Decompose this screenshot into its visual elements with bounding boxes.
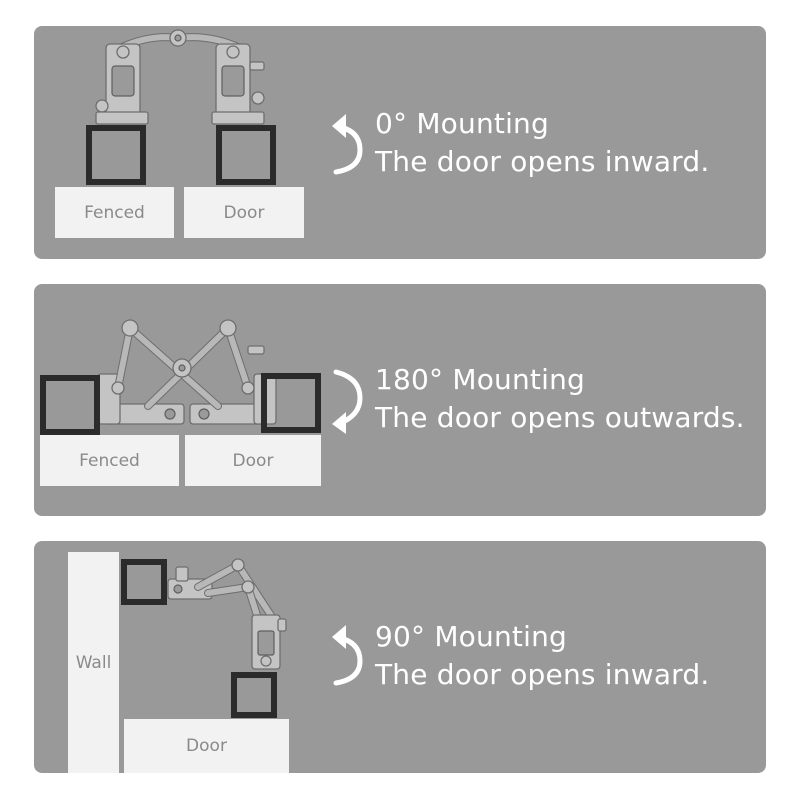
- panel-90-degree-mounting: Wall Door 90° Mounting The door opens in…: [34, 541, 766, 773]
- wall-block: Wall: [68, 552, 119, 773]
- door-block: Door: [184, 187, 304, 238]
- rotate-arrow-icon: [332, 114, 363, 175]
- hinge-illustration-0deg: [95, 29, 265, 125]
- fence-post-square: [40, 375, 100, 435]
- mounting-description: The door opens inward.: [375, 145, 710, 178]
- door-post-square: [216, 125, 276, 185]
- mounting-title: 0° Mounting: [375, 107, 549, 140]
- fence-post-square: [86, 125, 146, 185]
- mounting-description: The door opens outwards.: [375, 401, 745, 434]
- door-post-square: [261, 373, 321, 433]
- rotate-arrow-icon: [332, 625, 363, 686]
- fenced-block: Fenced: [40, 435, 179, 486]
- mounting-title: 180° Mounting: [375, 363, 586, 396]
- hinge-illustration-90deg: [167, 558, 287, 670]
- rotate-arrow-icon: [332, 369, 363, 434]
- hinge-illustration-180deg: [97, 319, 277, 425]
- door-post-square: [231, 672, 277, 718]
- fenced-block: Fenced: [55, 187, 174, 238]
- panel-0-degree-mounting: Fenced Door 0° Mounting The door opens i…: [34, 26, 766, 259]
- door-block: Door: [185, 435, 321, 486]
- panel-180-degree-mounting: Fenced Door 180° Mounting The door opens…: [34, 284, 766, 516]
- mounting-caption: 0° Mounting The door opens inward.: [375, 105, 709, 181]
- mounting-description: The door opens inward.: [375, 658, 710, 691]
- mounting-caption: 180° Mounting The door opens outwards.: [375, 361, 745, 437]
- door-block: Door: [124, 719, 289, 773]
- mounting-caption: 90° Mounting The door opens inward.: [375, 618, 709, 694]
- fence-post-square: [121, 559, 167, 605]
- mounting-title: 90° Mounting: [375, 620, 567, 653]
